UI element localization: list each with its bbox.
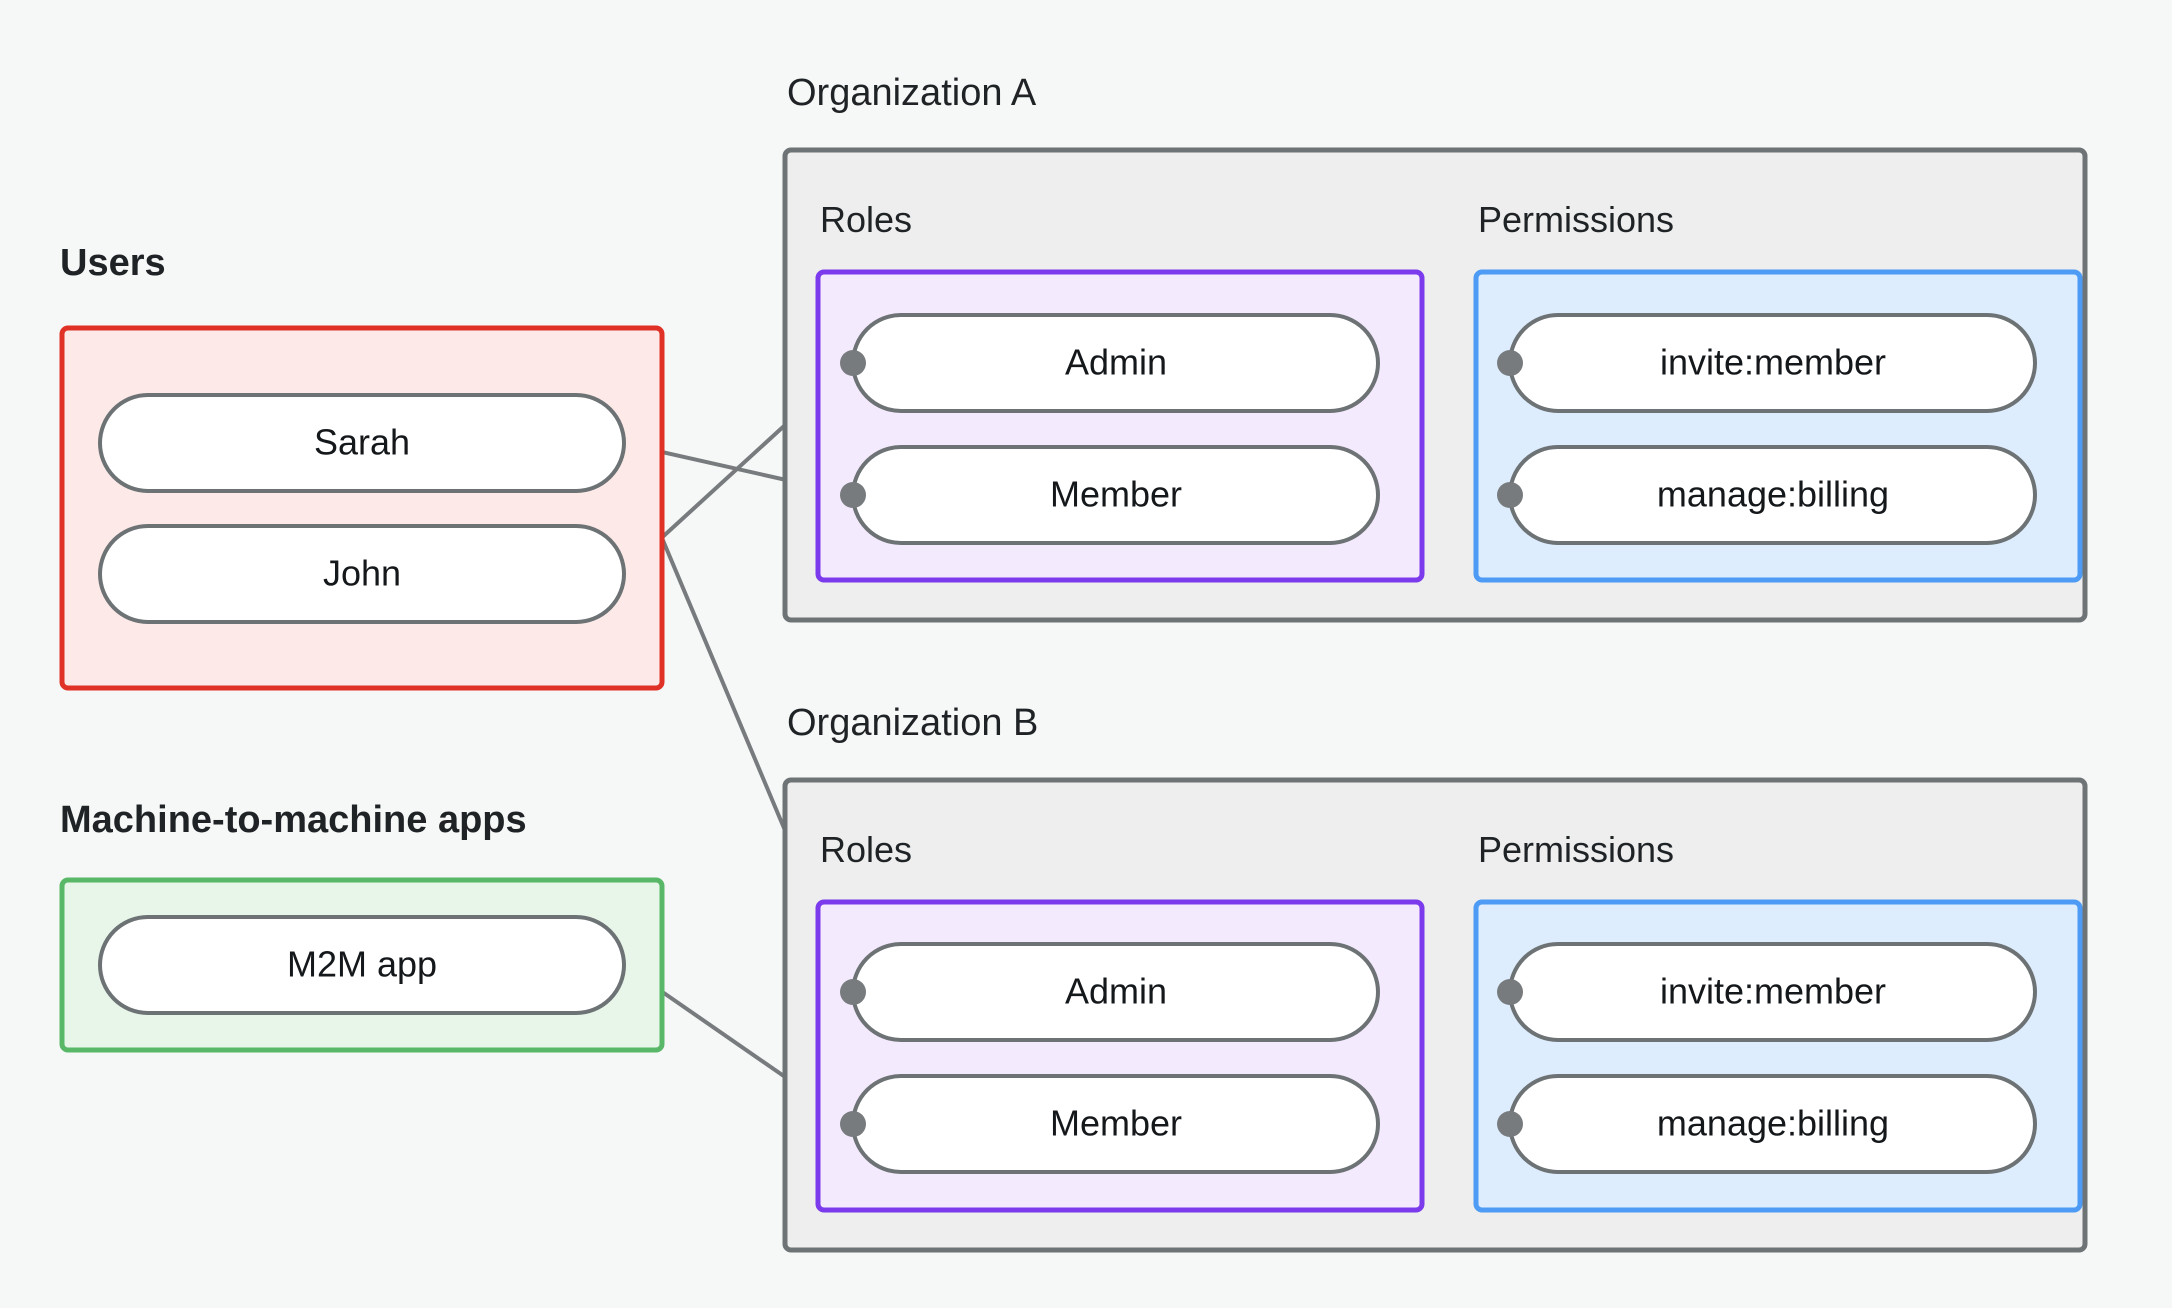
node-sarah-label: Sarah bbox=[314, 422, 410, 463]
edge-endpoint-org-b-admin bbox=[840, 979, 866, 1005]
node-org-a-admin-label: Admin bbox=[1065, 342, 1167, 383]
org-b-group: Organization B Roles Admin Member Permis… bbox=[782, 702, 2088, 1253]
edge-endpoint-layer bbox=[840, 350, 1523, 1137]
node-m2m-app[interactable] bbox=[98, 915, 626, 1015]
edge-endpoint-org-a-manage-billing bbox=[1497, 482, 1523, 508]
edge-endpoint-org-a-invite-member bbox=[1497, 350, 1523, 376]
edge-endpoint-org-b-manage-billing bbox=[1497, 1111, 1523, 1137]
m2m-group: Machine-to-machine apps M2M app bbox=[59, 799, 665, 1053]
node-org-a-manage-billing-label: manage:billing bbox=[1657, 474, 1889, 515]
node-john-label: John bbox=[323, 553, 401, 594]
m2m-group-title: Machine-to-machine apps bbox=[60, 799, 527, 841]
node-m2m-app-label: M2M app bbox=[287, 944, 437, 985]
node-org-a-member-label: Member bbox=[1050, 474, 1182, 515]
node-org-b-member-label: Member bbox=[1050, 1103, 1182, 1144]
org-a-group: Organization A Roles Admin Member Permis… bbox=[782, 72, 2088, 623]
node-org-b-admin-label: Admin bbox=[1065, 971, 1167, 1012]
node-org-b-invite-member-label: invite:member bbox=[1660, 971, 1886, 1012]
edge-endpoint-org-b-member bbox=[840, 1111, 866, 1137]
edge-endpoint-org-a-member bbox=[840, 482, 866, 508]
node-org-b-manage-billing-label: manage:billing bbox=[1657, 1103, 1889, 1144]
users-group-title: Users bbox=[60, 242, 166, 284]
node-john[interactable] bbox=[98, 524, 626, 624]
org-b-title: Organization B bbox=[787, 702, 1038, 744]
edge-endpoint-org-b-invite-member bbox=[1497, 979, 1523, 1005]
org-b-roles-title: Roles bbox=[820, 829, 912, 870]
org-a-permissions-title: Permissions bbox=[1478, 199, 1674, 240]
org-a-title: Organization A bbox=[787, 72, 1037, 114]
node-org-a-invite-member-label: invite:member bbox=[1660, 342, 1886, 383]
users-group: Users Sarah John bbox=[59, 242, 665, 691]
node-sarah[interactable] bbox=[98, 393, 626, 493]
org-b-permissions-title: Permissions bbox=[1478, 829, 1674, 870]
edge-endpoint-org-a-admin bbox=[840, 350, 866, 376]
org-a-roles-title: Roles bbox=[820, 199, 912, 240]
users-container bbox=[59, 325, 665, 691]
